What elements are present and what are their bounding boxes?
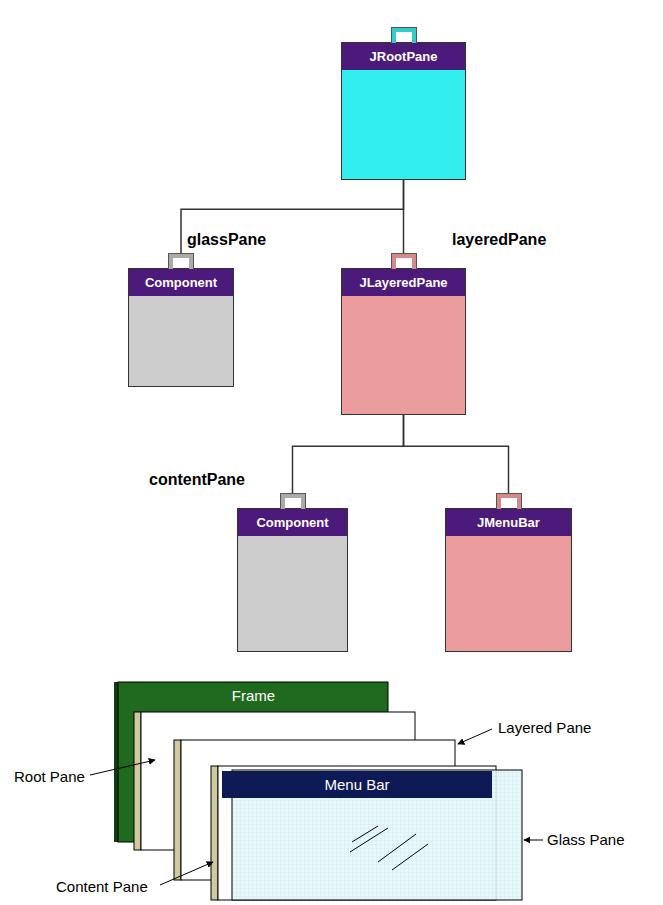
class-name: JRootPane — [342, 43, 465, 70]
class-name: Component — [238, 509, 347, 536]
pane-label: Glass Pane — [545, 831, 627, 848]
title-text: Menu Bar — [324, 776, 389, 793]
class-name: JMenuBar — [446, 509, 571, 536]
leader-line — [90, 760, 155, 775]
tree-connector — [403, 180, 405, 253]
class-name: JLayeredPane — [342, 269, 465, 296]
pane-edge — [211, 766, 218, 900]
pane-edge — [174, 740, 181, 880]
tree-connector — [181, 180, 404, 253]
class-box: ComponentcontentPane — [237, 508, 348, 652]
bag-handle — [392, 254, 416, 269]
field-name: glassPane — [187, 231, 266, 249]
leader-line — [458, 729, 492, 744]
tree-connector — [404, 415, 509, 493]
title-bar: Menu Bar — [222, 771, 492, 798]
class-box: JRootPane — [341, 42, 466, 180]
tree-connector — [293, 415, 404, 493]
class-name: Component — [129, 269, 233, 296]
title-text: Frame — [232, 687, 275, 704]
leader-line — [160, 862, 213, 885]
pane-label: Layered Pane — [496, 719, 593, 736]
pane-label: Root Pane — [12, 768, 87, 785]
pane-edge — [134, 712, 141, 850]
glass-glint — [350, 826, 428, 870]
pane-label: Content Pane — [54, 878, 150, 895]
class-box: JLayeredPanelayeredPane — [341, 268, 466, 415]
bag-handle — [392, 28, 416, 43]
field-name: layeredPane — [452, 231, 546, 249]
bag-handle — [497, 494, 521, 509]
bag-handle — [281, 494, 305, 509]
class-box: ComponentglassPane — [128, 268, 234, 387]
field-name: contentPane — [149, 471, 245, 489]
leader-line — [524, 840, 543, 841]
bag-handle — [169, 254, 193, 269]
class-box: JMenuBar — [445, 508, 572, 652]
title-bar: Frame — [120, 683, 387, 709]
